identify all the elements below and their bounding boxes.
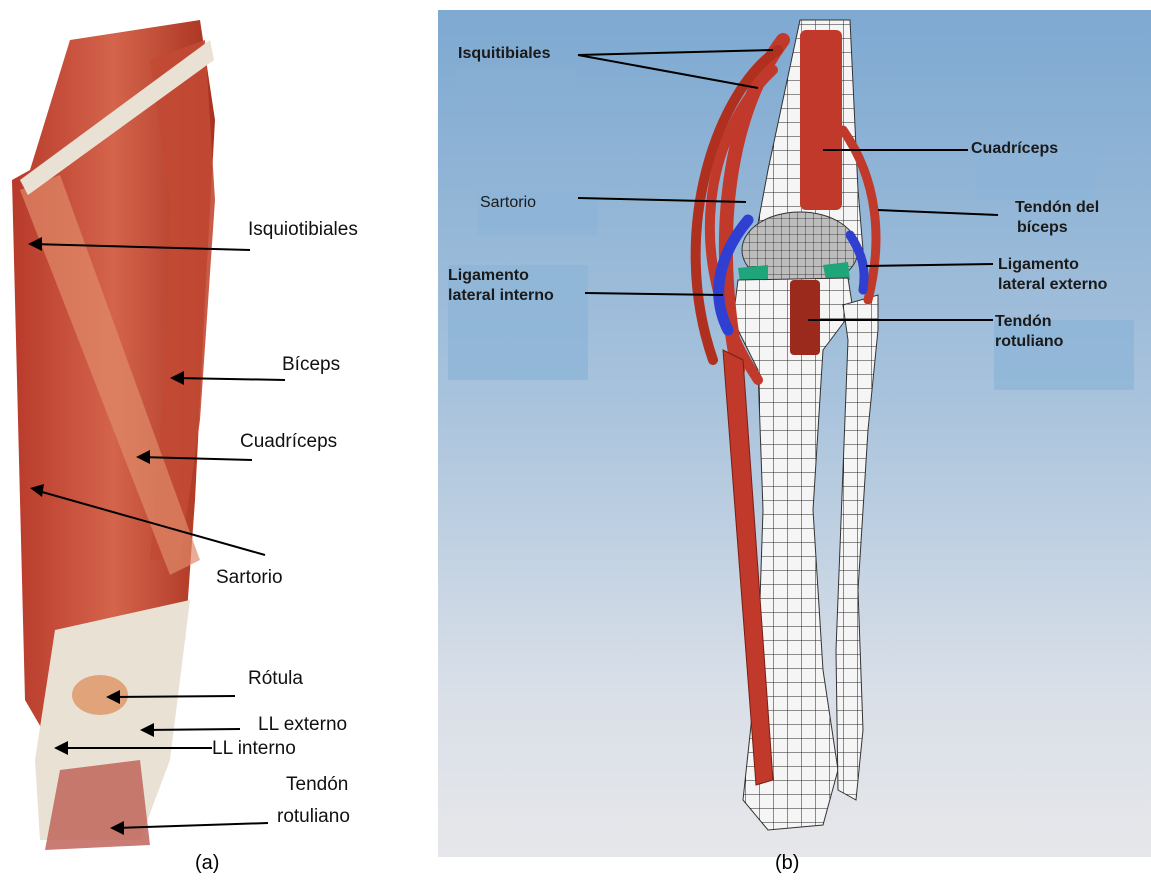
label-isquitibiales: Isquitibiales [458,45,550,63]
quadriceps-tendon [800,30,842,210]
knee-mesh-model [438,10,1151,857]
patellar-tendon [790,280,820,355]
label-sartorio-b: Sartorio [480,194,536,212]
pointer-isquitibiales [578,50,773,55]
label-isquiotibiales: Isquiotibiales [248,219,358,241]
label-ll-interno: LL interno [212,738,296,760]
patellar-tendon [45,760,150,850]
leg-muscle-drawing [0,0,420,884]
label-lig-interno-line1: Ligamento [448,267,529,285]
label-rotula: Rótula [248,668,303,690]
pointer-isquitibiales [578,55,758,88]
panel-a-anatomy-illustration: Isquiotibiales Bíceps Cuadríceps Sartori… [0,0,420,884]
label-tendon-biceps-line1: Tendón del [1015,199,1099,217]
label-cuadriceps-b: Cuadríceps [971,140,1058,158]
label-tendon-line1: Tendón [286,774,348,796]
caption-a: (a) [195,852,219,875]
pointer-tendon-biceps [878,210,998,215]
label-sartorio: Sartorio [216,567,283,589]
label-biceps: Bíceps [282,354,340,376]
fibula-bone [836,295,878,800]
pointer-lig-externo [866,264,993,266]
caption-b: (b) [775,852,799,875]
label-lig-externo-line2: lateral externo [998,276,1107,294]
label-tendon-biceps-line2: bíceps [1017,219,1068,237]
pointer-ll-externo [145,729,240,730]
pointer-rotula [110,696,235,697]
label-cuadriceps: Cuadríceps [240,431,337,453]
label-lig-interno-line2: lateral interno [448,287,554,305]
label-tendon-rotuliano-line1: Tendón [995,313,1052,331]
pointer-sartorio [578,198,746,202]
panel-b-3d-model: Isquitibiales Cuadríceps Sartorio Tendón… [438,10,1151,857]
label-ll-externo: LL externo [258,714,347,736]
label-tendon-line2: rotuliano [277,806,350,828]
label-lig-externo-line1: Ligamento [998,256,1079,274]
label-tendon-rotuliano-line2: rotuliano [995,333,1063,351]
